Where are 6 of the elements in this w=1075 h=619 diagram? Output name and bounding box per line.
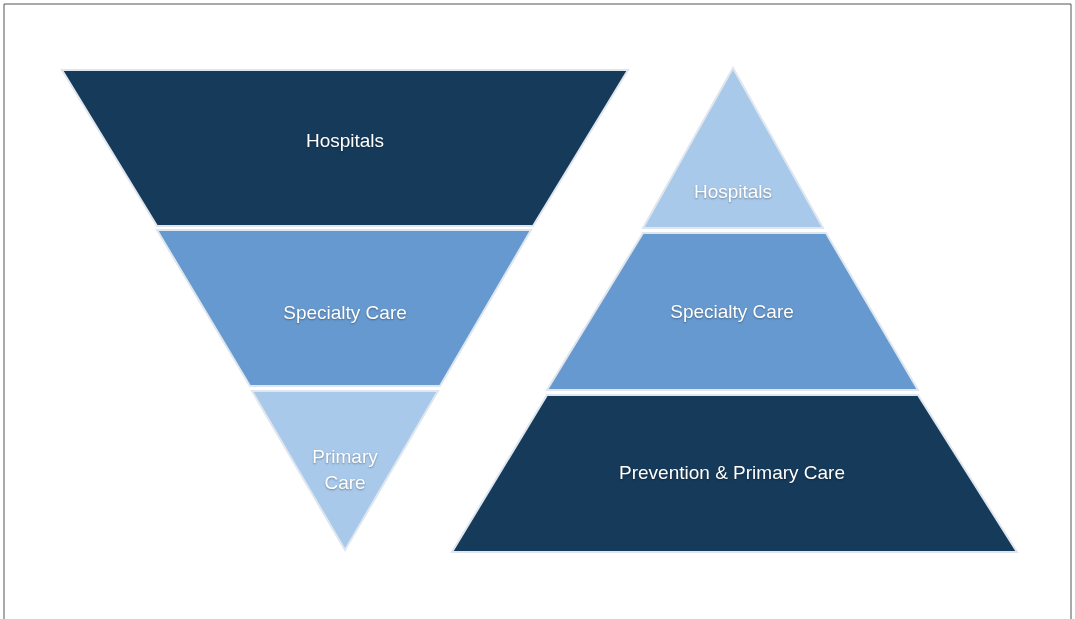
tier-label: Specialty Care	[282, 301, 408, 325]
tier-label: Specialty Care	[669, 300, 795, 324]
tier-label: Prevention & Primary Care	[618, 461, 846, 485]
tier-label: Primary Care	[311, 445, 379, 495]
tier-label: Hospitals	[304, 129, 386, 153]
tier-label: Hospitals	[692, 180, 774, 204]
